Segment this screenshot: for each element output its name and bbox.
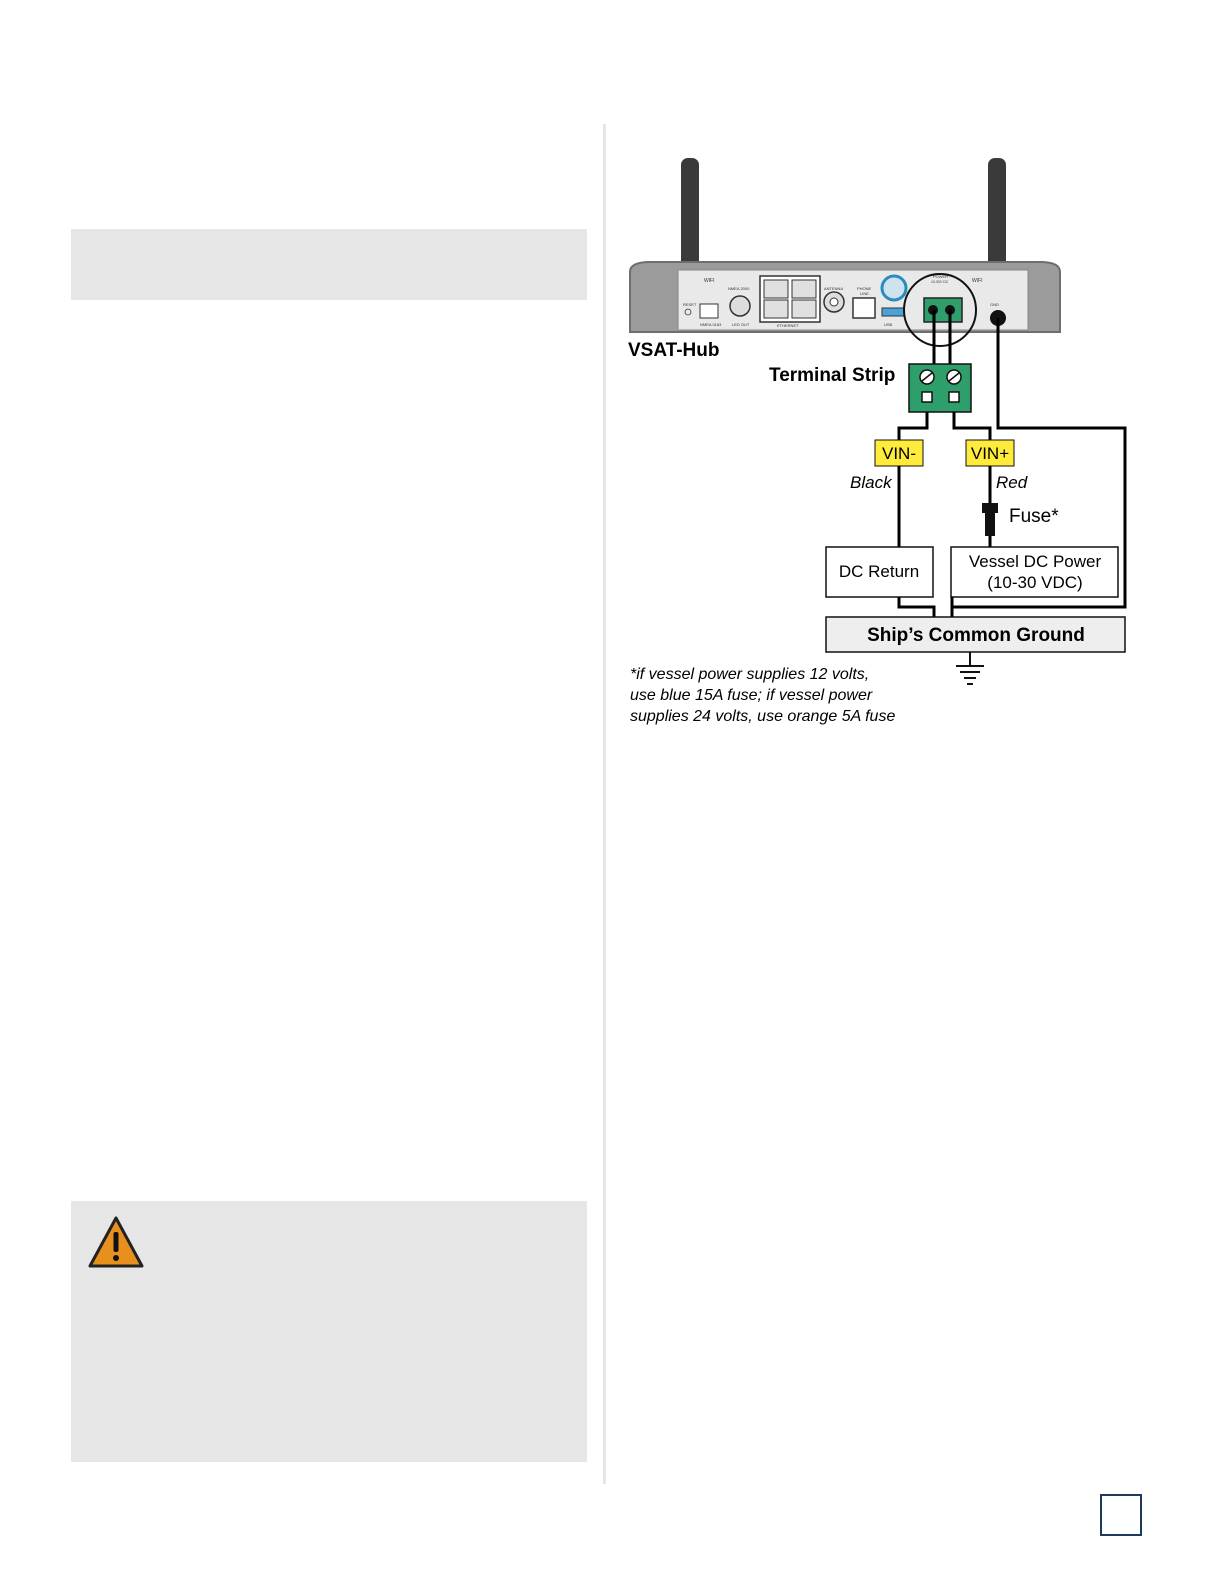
ethernet-port-3 — [763, 299, 789, 319]
fuse-body — [985, 510, 995, 536]
wire-dc-return-ground — [897, 597, 936, 618]
antenna-port-center — [829, 297, 839, 307]
usb-port — [881, 307, 905, 317]
panel-label-reset: RESET — [683, 302, 697, 307]
panel-label-wifi-left: WIFI — [704, 278, 715, 284]
warning-triangle-icon — [88, 1216, 144, 1268]
column-divider — [603, 124, 606, 1484]
note-box — [71, 229, 587, 300]
vessel-power-line1: Vessel DC Power — [969, 552, 1102, 571]
panel-label-usb: USB — [884, 322, 893, 327]
dc-return-box — [825, 546, 934, 598]
panel-label-antenna: ANTENNA — [824, 286, 843, 291]
panel-label-gnd: GND — [990, 302, 999, 307]
terminal-slot-2 — [948, 391, 960, 403]
panel-label-ethernet: ETHERNET — [777, 323, 799, 328]
device-label: VSAT-Hub — [628, 340, 719, 361]
warning-box — [71, 1201, 587, 1462]
panel-label-phone: PHONE — [857, 286, 872, 291]
fuse-label: Fuse* — [1009, 506, 1059, 527]
page-number-box — [1100, 1494, 1142, 1536]
ethernet-port-4 — [791, 299, 817, 319]
footnote-line-3: supplies 24 volts, use orange 5A fuse — [630, 708, 895, 725]
power-button — [880, 274, 908, 302]
footnote-line-1: *if vessel power supplies 12 volts, — [630, 666, 869, 683]
power-connector-highlight — [903, 273, 977, 347]
panel-label-ledout: LED OUT — [732, 322, 750, 327]
vin-plus-tag — [965, 439, 1015, 467]
panel-label-power: POWER — [933, 274, 948, 279]
panel-label-line: LINE — [860, 291, 869, 296]
power-wiring-diagram: WIFI RESET NMEA 0183 NMEA 2000 LED OUT E… — [628, 158, 1127, 725]
vin-minus-label: VIN- — [882, 444, 916, 463]
panel-label-nmea0183: NMEA 0183 — [700, 322, 722, 327]
fuse-cap — [982, 503, 998, 513]
terminal-strip-label: Terminal Strip — [769, 365, 895, 386]
vessel-power-box — [950, 546, 1119, 598]
black-wire-label: Black — [850, 473, 893, 492]
wire-vin-minus — [897, 412, 929, 442]
ethernet-port-1 — [763, 279, 789, 299]
ethernet-port-2 — [791, 279, 817, 299]
terminal-slot-1 — [921, 391, 933, 403]
reset-button — [684, 308, 692, 316]
nmea0183-port — [699, 303, 719, 319]
terminal-strip — [908, 363, 972, 413]
wire-vin-plus — [952, 412, 992, 442]
ship-ground-label: Ship’s Common Ground — [867, 625, 1085, 646]
panel-label-nmea2000: NMEA 2000 — [728, 286, 750, 291]
panel-label-wifi-right: WIFI — [972, 278, 983, 284]
phone-port — [852, 297, 876, 319]
dc-return-label: DC Return — [839, 562, 919, 581]
red-wire-label: Red — [996, 473, 1028, 492]
earth-ground-icon — [956, 652, 984, 685]
nmea2000-port — [729, 295, 751, 317]
footnote-line-2: use blue 15A fuse; if vessel power — [630, 687, 873, 704]
ship-ground-bar — [825, 616, 1126, 653]
vin-plus-label: VIN+ — [971, 444, 1009, 463]
panel-label-power-voltage: 10-30V DC — [931, 280, 949, 284]
vessel-power-line2: (10-30 VDC) — [987, 573, 1082, 592]
